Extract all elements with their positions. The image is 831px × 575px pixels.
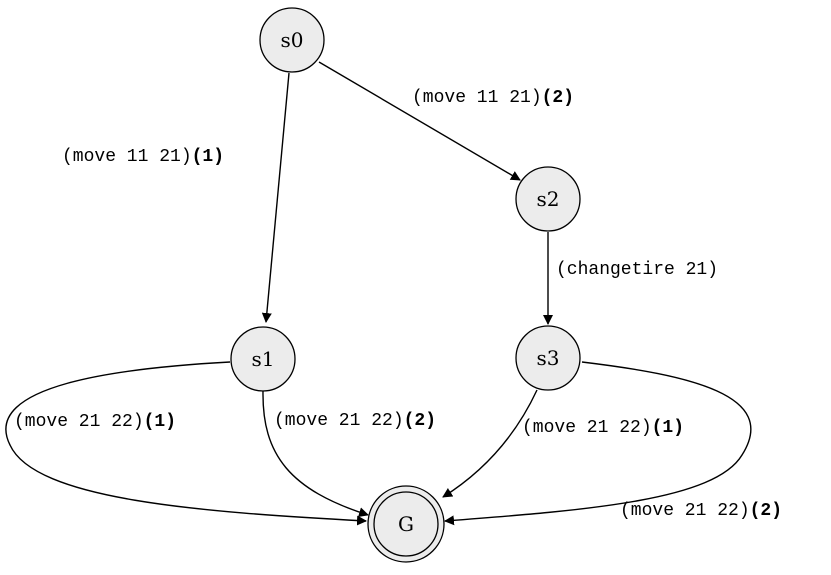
node-label-s0: s0 (281, 28, 304, 52)
edge-label-s3-G-1: (move 21 22)(1) (522, 418, 684, 438)
edge-s0-s2 (318, 61, 521, 181)
node-s0: s0 (259, 7, 325, 73)
edge-label-s1-G-1: (move 21 22)(1) (14, 412, 176, 432)
edge-label-s1-G-2: (move 21 22)(2) (274, 411, 436, 431)
edge-s1-G-2 (262, 390, 369, 518)
edge-s3-G-2 (444, 361, 752, 526)
edge-s3-G-1 (442, 389, 538, 498)
node-label-G: G (398, 512, 414, 536)
node-s1: s1 (230, 326, 296, 392)
edge-s1-G-1 (5, 361, 367, 526)
node-s2: s2 (515, 166, 581, 232)
edge-label-s3-G-2: (move 21 22)(2) (620, 501, 782, 521)
edge-s0-s1 (261, 72, 290, 323)
edge-label-s0-s2: (move 11 21)(2) (412, 88, 574, 108)
node-label-s3: s3 (537, 346, 560, 370)
node-label-s1: s1 (252, 347, 275, 371)
edge-label-s0-s1: (move 11 21)(1) (62, 147, 224, 167)
node-s3: s3 (515, 325, 581, 391)
node-G-goal: G (367, 485, 445, 563)
node-label-s2: s2 (537, 187, 560, 211)
edge-label-s2-s3: (changetire 21) (556, 260, 718, 280)
